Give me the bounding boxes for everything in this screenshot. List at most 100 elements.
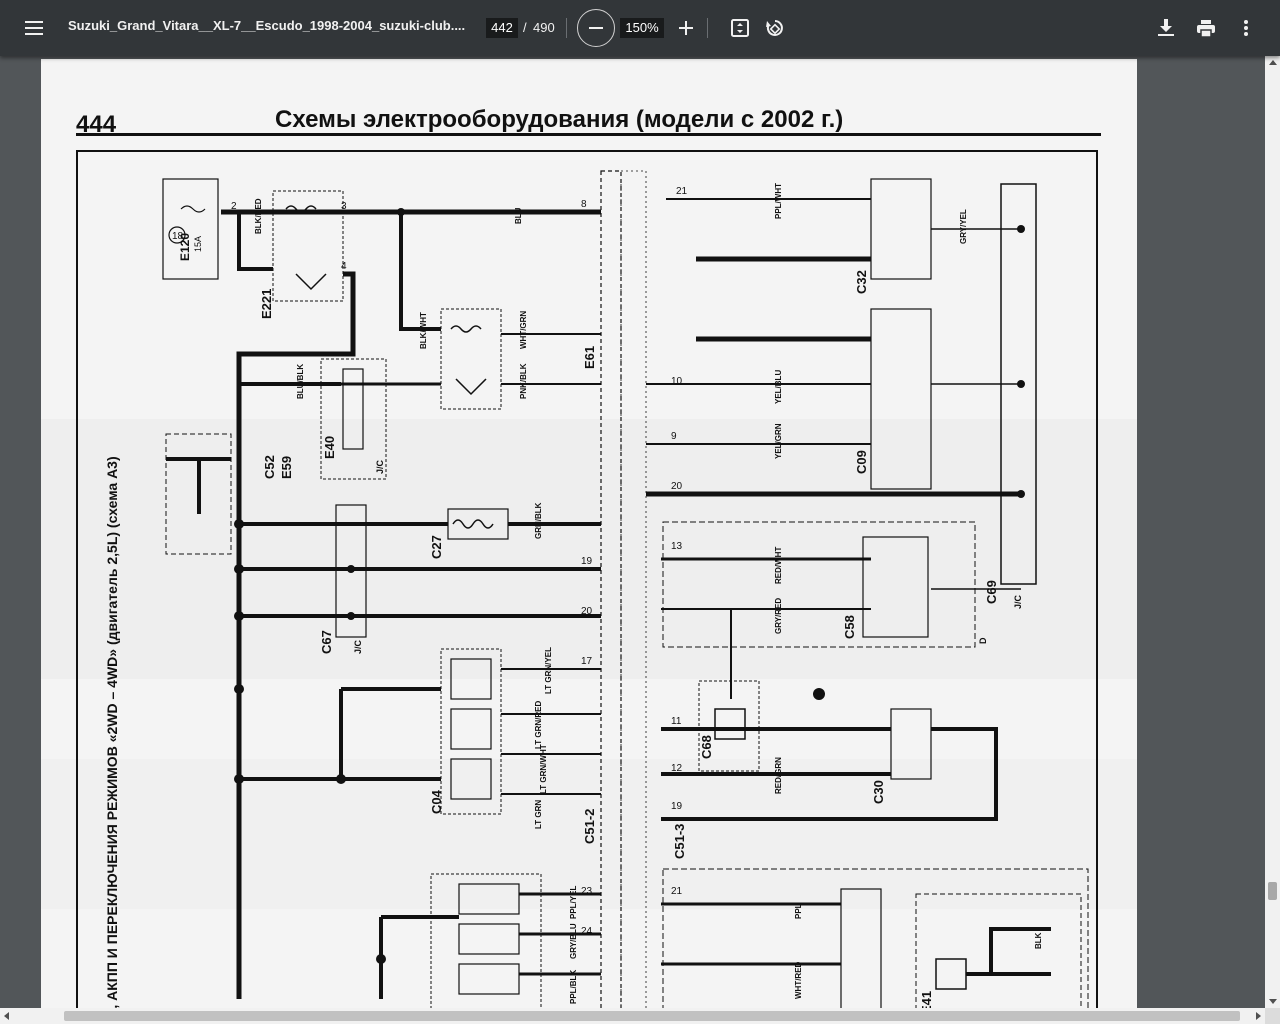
rotate-icon — [766, 20, 783, 36]
print-button[interactable] — [1186, 8, 1226, 48]
pin-label: 8 — [581, 199, 587, 210]
pin-label: 11 — [671, 716, 682, 727]
jc-label: J/C — [353, 639, 363, 654]
jc-label: J/C — [375, 459, 385, 474]
toolbar-divider — [707, 18, 708, 38]
wire-label: WHT/RED — [794, 961, 803, 999]
minus-icon — [589, 27, 603, 29]
connector-label: C67 — [319, 630, 334, 654]
pin-label: 20 — [671, 481, 683, 492]
printer-icon — [1197, 19, 1215, 37]
toolbar-divider — [566, 18, 567, 38]
pin-label: 2 — [231, 201, 237, 212]
horizontal-scrollbar[interactable] — [0, 1008, 1265, 1024]
scroll-left-arrow-icon[interactable] — [4, 1012, 9, 1020]
wire-label: BLK/WHT — [419, 312, 428, 349]
pin-label: 19 — [581, 556, 593, 567]
wire-label: LT GRN/RED — [534, 700, 543, 749]
pin-label: 19 — [671, 801, 683, 812]
fit-page-icon — [731, 19, 749, 37]
wire-label: PNK/BLK — [519, 363, 528, 399]
page-heading: Схемы электрооборудования (модели с 2002… — [275, 106, 843, 133]
pin-label: 10 — [671, 376, 683, 387]
hamburger-menu-icon[interactable] — [14, 8, 54, 48]
wire-label: GRY/RED — [774, 598, 783, 634]
more-vert-icon — [1244, 20, 1248, 36]
pin-label: 12 — [671, 763, 683, 774]
wire-label: BLK/RED — [254, 198, 263, 234]
page-number-input[interactable] — [486, 18, 518, 38]
scroll-right-arrow-icon[interactable] — [1256, 1012, 1261, 1020]
wire-label: YEL/BLU — [774, 370, 783, 404]
wire-label: GRY/BLU — [569, 923, 578, 959]
connector-label: E221 — [259, 289, 274, 319]
pin-label: 9 — [671, 431, 677, 442]
wire-label: WHT/GRN — [519, 311, 528, 349]
plus-icon — [679, 21, 693, 35]
pin-label: 3 — [341, 201, 347, 212]
pin-label: 13 — [671, 541, 683, 552]
page-separator: / — [523, 20, 527, 35]
pdf-viewer[interactable]: 444 Схемы электрооборудования (модели с … — [0, 56, 1265, 1008]
document-title: Suzuki_Grand_Vitara__XL-7__Escudo_1998-2… — [68, 18, 466, 33]
wire-label: BLK — [1034, 932, 1043, 949]
wire-label: GRY/YEL — [959, 209, 968, 244]
connector-label: C68 — [699, 735, 714, 759]
wire-label: LT GRN/YEL — [544, 647, 553, 694]
connector-label: C27 — [429, 535, 444, 559]
wire-label: PPL/YEL — [569, 886, 578, 919]
connector-label: C69 — [984, 580, 999, 604]
connector-label: C52 — [262, 455, 277, 479]
wire-label: PPL — [794, 903, 803, 919]
connector-label: C04 — [429, 789, 444, 814]
side-title: м, АКПП И ПЕРЕКЛЮЧЕНИЯ РЕЖИМОВ «2WD – 4W… — [104, 456, 120, 1008]
zoom-out-button[interactable] — [577, 9, 615, 47]
pin-label: 20 — [581, 606, 593, 617]
wire-label: PPL/BLK — [569, 970, 578, 1004]
wiring-diagram: 444 Схемы электрооборудования (модели с … — [41, 59, 1137, 1008]
wire-label: BLU/BLK — [296, 364, 305, 399]
wire-label: GRN/BLK — [534, 502, 543, 539]
connector-label: C32 — [854, 270, 869, 294]
wire-label: YEL/GRN — [774, 423, 783, 459]
wire-label: RED/GRN — [774, 757, 783, 794]
vertical-scroll-thumb[interactable] — [1268, 882, 1277, 900]
pdf-toolbar: Suzuki_Grand_Vitara__XL-7__Escudo_1998-2… — [0, 0, 1280, 56]
connector-label: C51-2 — [582, 809, 597, 844]
connector-label: E41 — [919, 991, 934, 1008]
pin-label: 23 — [581, 886, 593, 897]
region-label: D — [978, 637, 988, 644]
connector-label: C09 — [854, 450, 869, 474]
pin-label: 4 — [341, 261, 347, 272]
connector-label: E59 — [279, 456, 294, 479]
jc-label: J/C — [1013, 594, 1023, 609]
horizontal-scroll-thumb[interactable] — [64, 1011, 1240, 1021]
rotate-button[interactable] — [755, 8, 795, 48]
wire-label: LT GRN/WHT — [539, 744, 548, 794]
download-icon — [1158, 19, 1174, 36]
connector-label: C30 — [871, 780, 886, 804]
vertical-scrollbar[interactable] — [1265, 56, 1280, 1008]
fuse-number: 18 — [172, 231, 184, 242]
pdf-page: 444 Схемы электрооборудования (модели с … — [41, 59, 1137, 1008]
zoom-level-input[interactable] — [620, 18, 664, 38]
fuse-rating: 15A — [193, 236, 203, 252]
total-pages: 490 — [533, 20, 555, 35]
zoom-in-button[interactable] — [666, 8, 706, 48]
scroll-up-arrow-icon[interactable] — [1269, 60, 1277, 65]
wire-label: LT GRN — [534, 800, 543, 829]
more-options-button[interactable] — [1226, 8, 1266, 48]
wire-label: BLU — [514, 207, 523, 224]
pin-label: 21 — [671, 886, 683, 897]
wire-label: RED/WHT — [774, 547, 783, 584]
pin-label: 24 — [581, 926, 593, 937]
scroll-down-arrow-icon[interactable] — [1269, 999, 1277, 1004]
download-button[interactable] — [1146, 8, 1186, 48]
wire-label: PPL/WHT — [774, 183, 783, 219]
connector-label: E120 — [178, 233, 192, 261]
scrollbar-corner — [1265, 1008, 1280, 1024]
connector-label: E61 — [582, 346, 597, 369]
fit-page-button[interactable] — [720, 8, 760, 48]
connector-label: E40 — [322, 436, 337, 459]
connector-label: C51-3 — [672, 824, 687, 859]
